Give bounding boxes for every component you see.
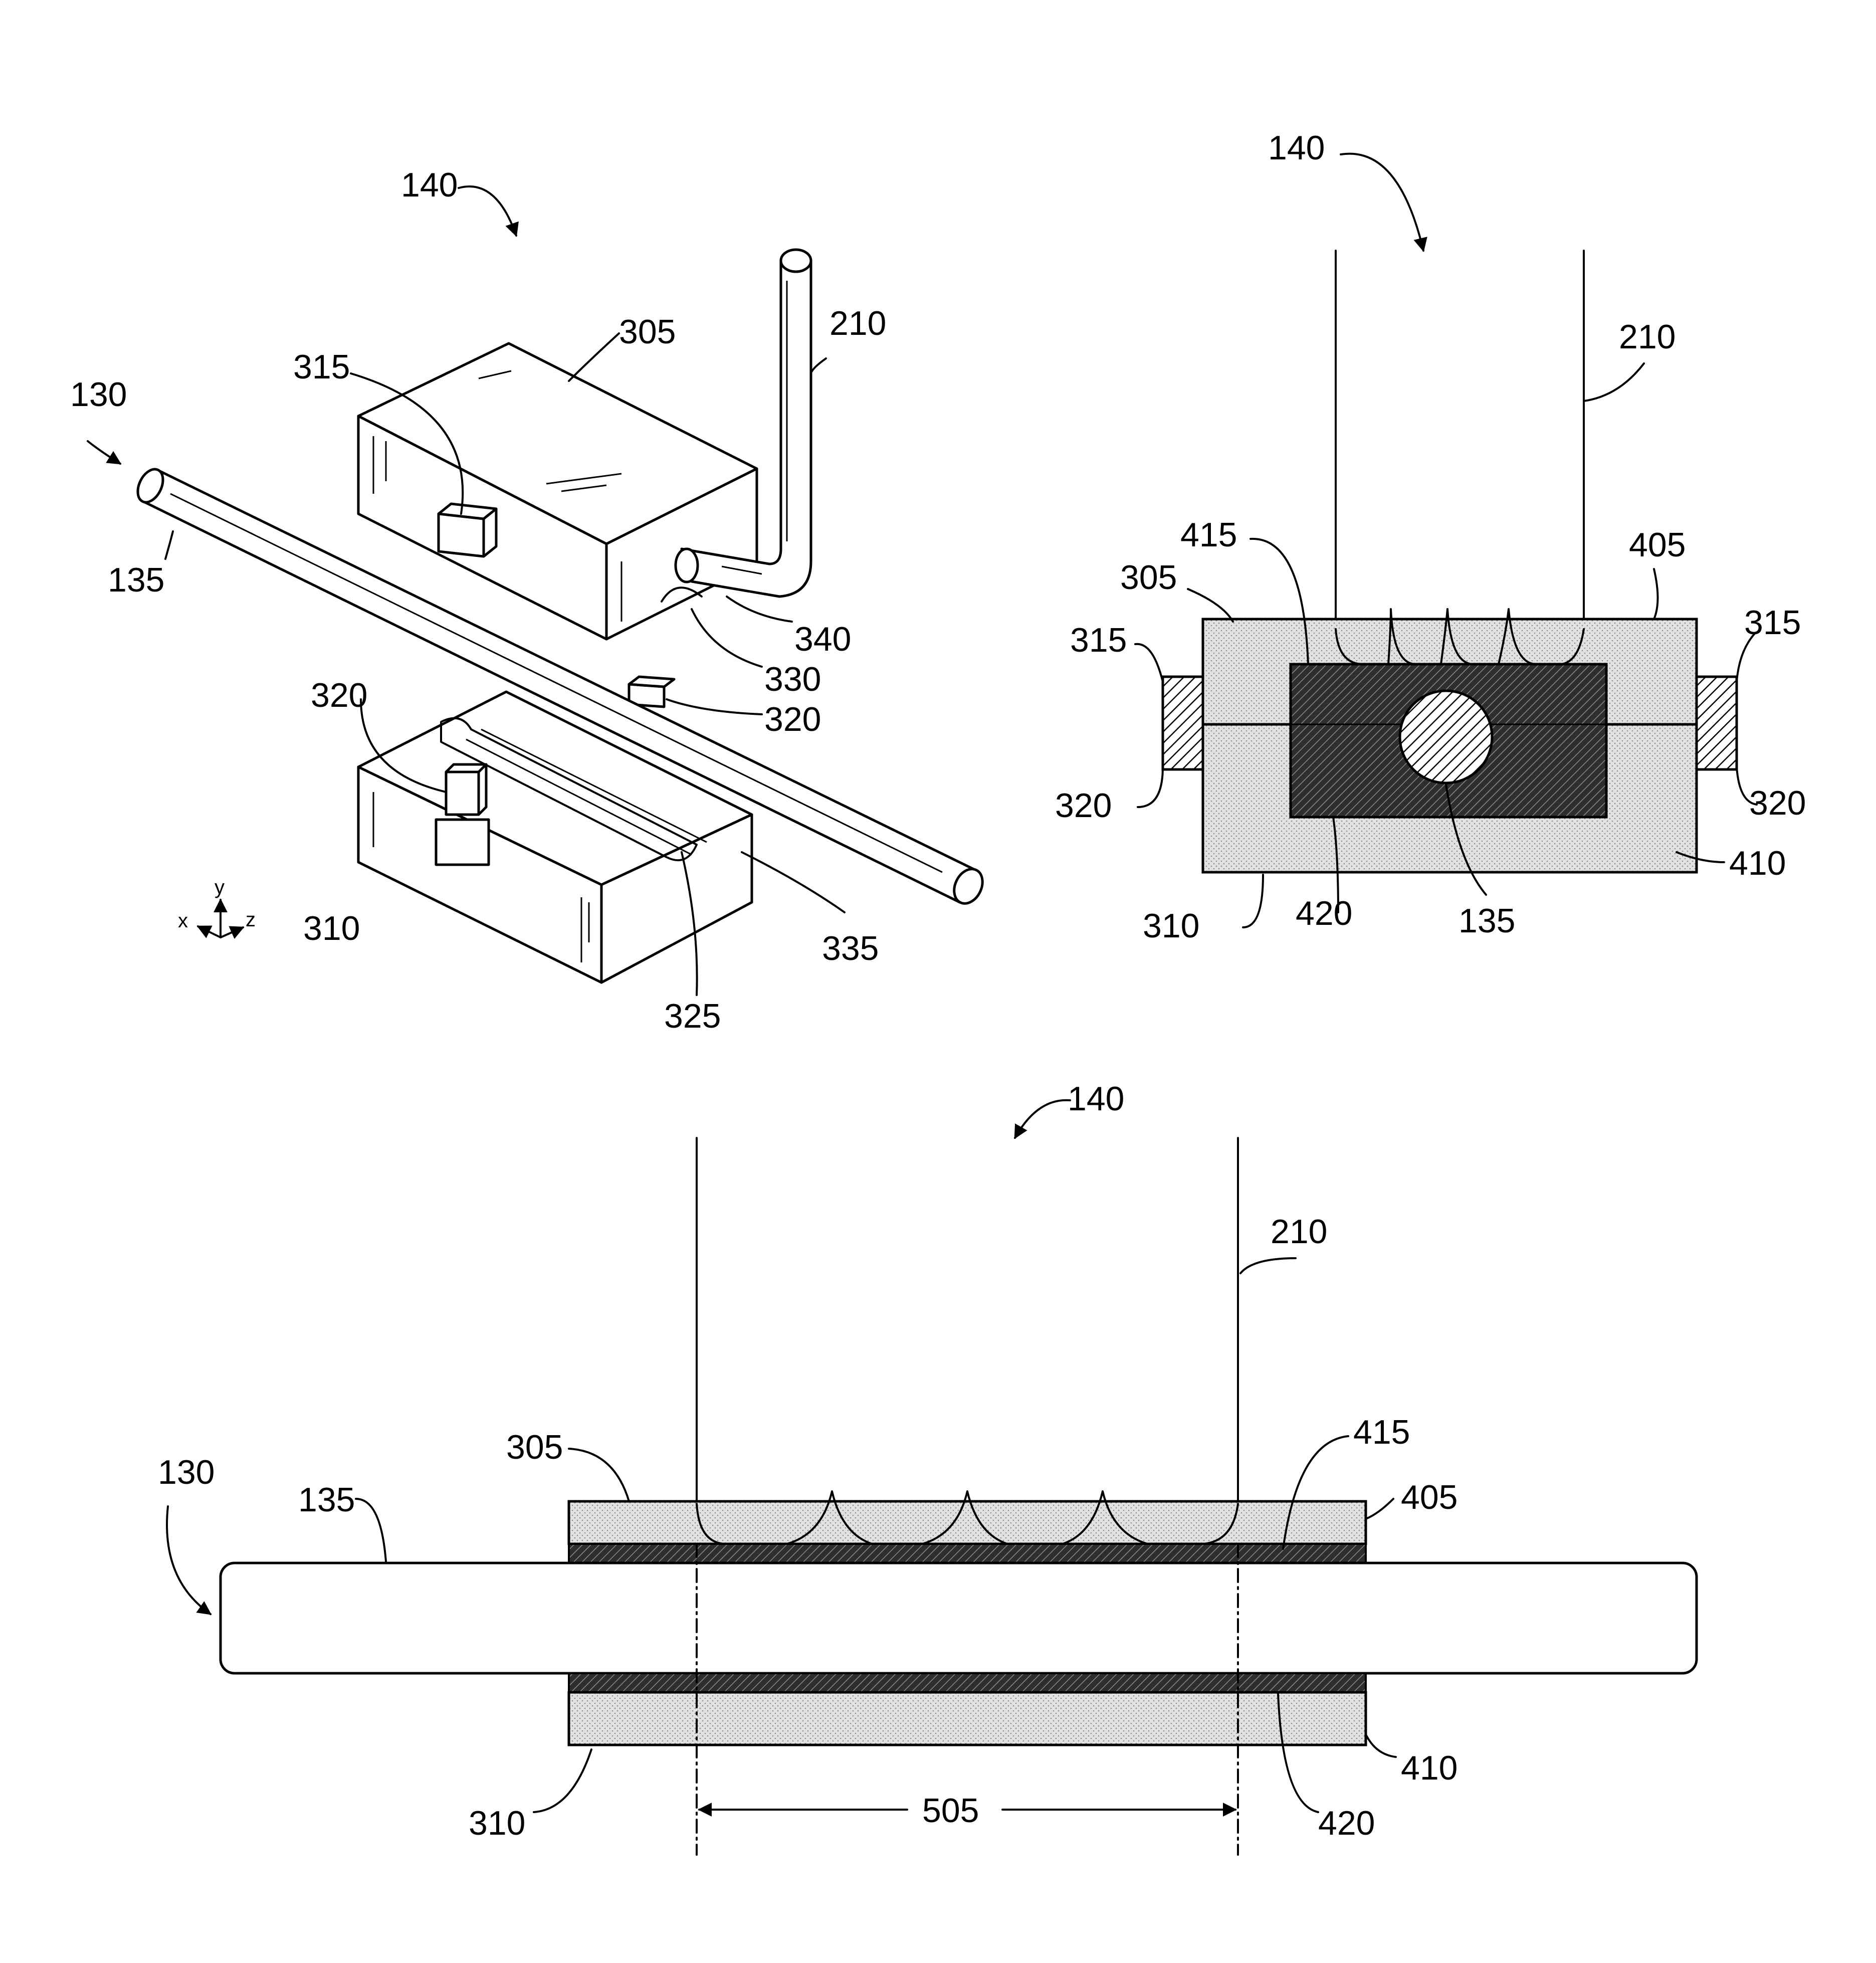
label-305-tr: 305 <box>1120 558 1177 597</box>
label-315-tr-right: 315 <box>1744 604 1801 642</box>
perspective-view: y x z 140 130 135 305 315 210 340 330 32… <box>70 166 988 1035</box>
label-305-tl: 305 <box>619 313 676 351</box>
lower-element-side <box>569 1673 1366 1692</box>
axis-z-label: z <box>246 909 256 931</box>
label-135-tr: 135 <box>1458 902 1515 940</box>
lower-tab-right <box>629 677 674 707</box>
tab-left <box>1163 677 1203 769</box>
label-130-tl: 130 <box>70 375 127 414</box>
label-130-b: 130 <box>158 1453 215 1491</box>
axis-y-label: y <box>215 876 225 898</box>
label-305-b: 305 <box>506 1428 563 1466</box>
label-410-b: 410 <box>1401 1749 1457 1787</box>
upper-housing-side <box>569 1501 1366 1544</box>
cable-side <box>221 1563 1697 1673</box>
label-135-b: 135 <box>298 1481 355 1519</box>
tab-right <box>1697 677 1737 769</box>
label-320-tl-left: 320 <box>311 676 367 714</box>
lower-housing-side <box>569 1692 1366 1745</box>
label-320-tl-right: 320 <box>764 700 821 738</box>
label-140-b: 140 <box>1068 1080 1124 1118</box>
label-315-tl: 315 <box>293 348 350 386</box>
label-210-tr: 210 <box>1619 318 1676 356</box>
label-420-b: 420 <box>1318 1804 1375 1842</box>
label-320-tr-right: 320 <box>1749 784 1806 822</box>
upper-element-side <box>569 1544 1366 1563</box>
label-210-b: 210 <box>1271 1213 1327 1251</box>
upper-tab <box>439 504 496 556</box>
label-140-tl: 140 <box>401 166 458 204</box>
label-310-tr: 310 <box>1143 907 1199 945</box>
label-335-tl: 335 <box>822 929 879 967</box>
label-415-tr: 415 <box>1180 516 1237 554</box>
label-320-tr-left: 320 <box>1055 787 1112 825</box>
label-325-tl: 325 <box>664 997 721 1035</box>
cable-section <box>1400 691 1492 783</box>
label-340-tl: 340 <box>794 620 851 658</box>
label-410-tr: 410 <box>1729 844 1786 882</box>
label-210-tl: 210 <box>829 304 886 342</box>
label-420-tr: 420 <box>1296 894 1352 932</box>
label-405-tr: 405 <box>1629 526 1686 564</box>
label-135-tl: 135 <box>108 561 164 599</box>
label-315-tr-left: 315 <box>1070 621 1127 659</box>
cross-section-view: 140 210 415 405 305 315 315 320 320 410 … <box>1055 129 1806 945</box>
label-505-b: 505 <box>922 1792 979 1830</box>
side-section-view: 140 210 130 135 305 415 405 410 420 310 … <box>158 1080 1697 1855</box>
label-415-b: 415 <box>1353 1413 1410 1451</box>
axis-x-label: x <box>178 910 188 932</box>
label-310-tl: 310 <box>303 909 360 947</box>
label-140-tr: 140 <box>1268 129 1325 167</box>
label-405-b: 405 <box>1401 1478 1457 1516</box>
label-330-tl: 330 <box>764 660 821 698</box>
upper-block <box>358 343 757 639</box>
axis-triad: y x z <box>178 876 256 937</box>
label-310-b: 310 <box>469 1804 525 1842</box>
